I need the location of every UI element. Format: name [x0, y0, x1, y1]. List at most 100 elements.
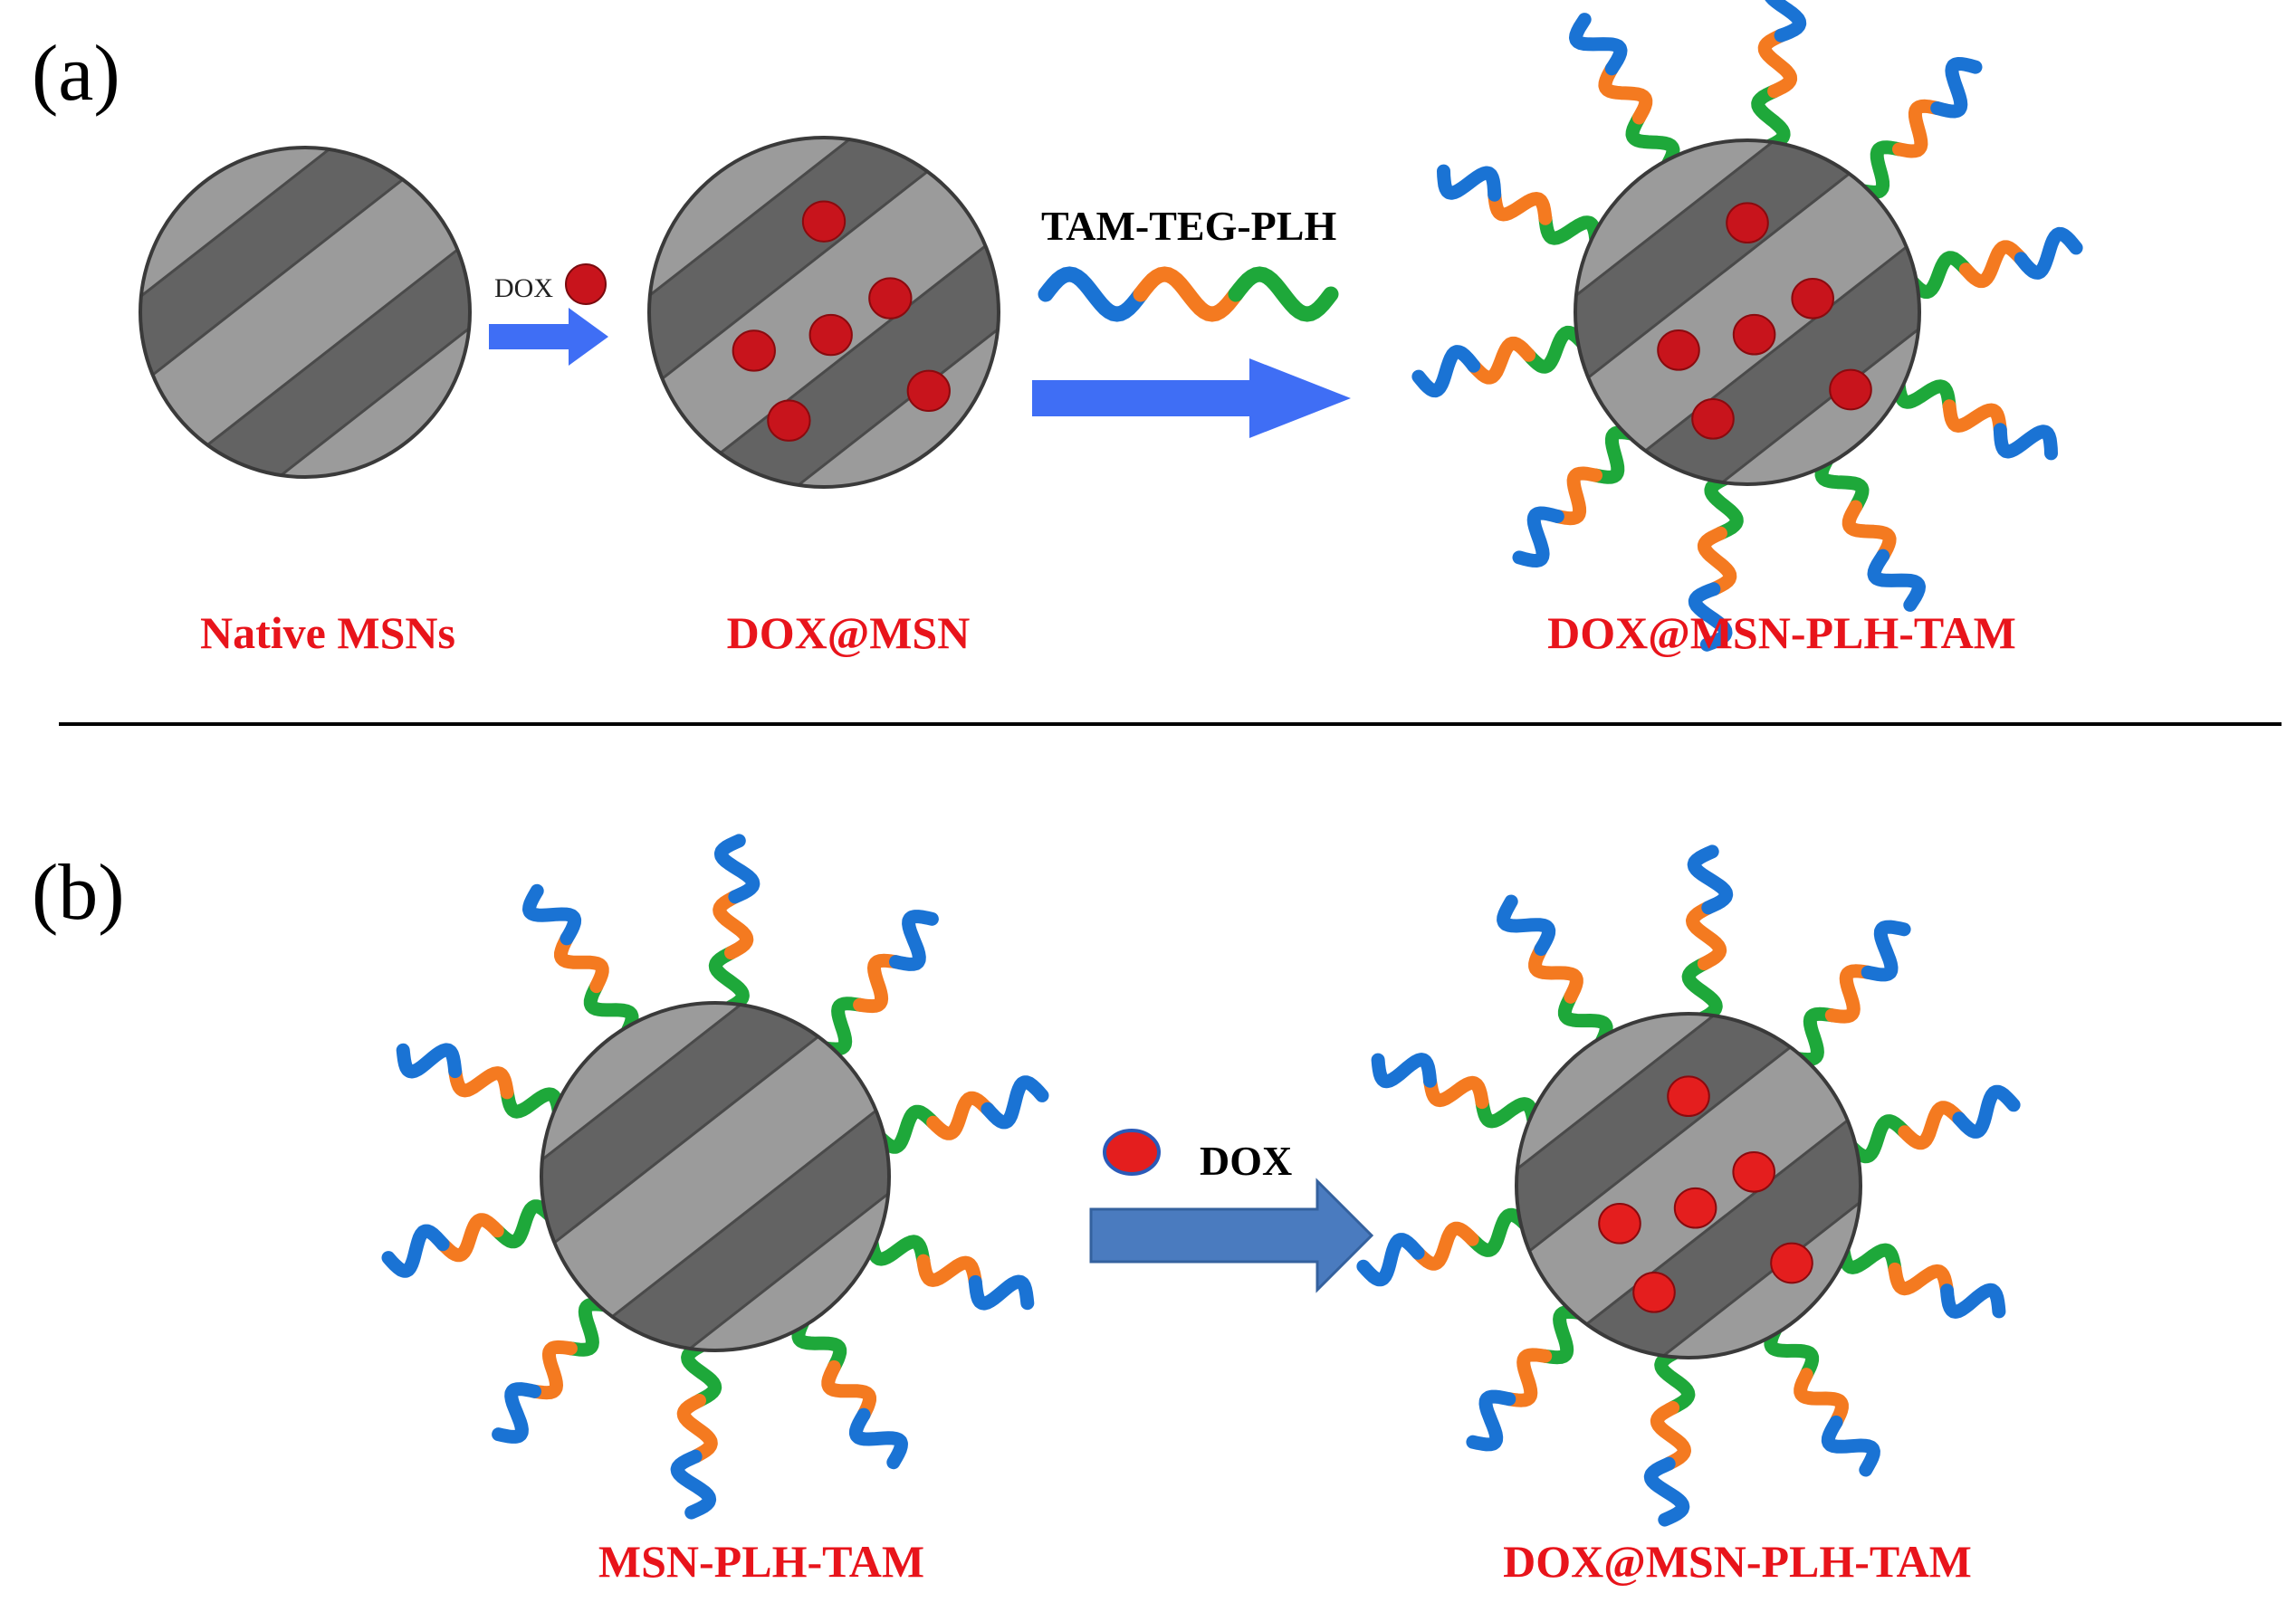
polymer-segment: [396, 1043, 463, 1079]
polymer-segment: [1861, 920, 1911, 982]
msn-plh-tam-particle: [381, 834, 1049, 1520]
caption-dox-msn-plh-tam-b: DOX@MSN-PLH-TAM: [1503, 1536, 1972, 1587]
polymer-segment: [1411, 1221, 1479, 1271]
polymer-segment: [381, 1224, 450, 1278]
polymer-segment: [713, 834, 761, 904]
dox-molecule-icon-b: [1103, 1129, 1161, 1176]
polymer-segment: [583, 979, 639, 1041]
drug-molecule: [801, 200, 847, 243]
particle-body: [541, 1003, 889, 1350]
polymer-segment: [1681, 957, 1723, 1026]
polymer-segment: [1467, 336, 1536, 385]
pore-channels: [1575, 140, 1919, 484]
polymer-segment: [1512, 506, 1564, 568]
caption-msn-plh-tam: MSN-PLH-TAM: [598, 1536, 924, 1587]
drug-molecule: [1770, 1242, 1813, 1284]
drug-molecule: [1732, 313, 1776, 356]
polymer-segment: [791, 1312, 847, 1374]
polymer-segment: [1650, 1400, 1691, 1471]
caption-dox-msn-plh-tam-a: DOX@MSN-PLH-TAM: [1547, 607, 2016, 658]
polymer-segment: [1589, 425, 1641, 484]
polymer-segment: [1598, 62, 1653, 125]
polymer-segment: [981, 1075, 1049, 1130]
polymer-segment: [1502, 1348, 1553, 1407]
polymer-segment: [1853, 140, 1906, 199]
polymer-segment: [1466, 1389, 1516, 1452]
polymer-segment: [2014, 226, 2083, 280]
polymer-segment: [1371, 1053, 1437, 1089]
drug-molecule: [1673, 1187, 1717, 1229]
polymer-segment: [1538, 1304, 1589, 1365]
polymer-segment: [1765, 0, 1807, 43]
polymer-segment: [1764, 1320, 1820, 1382]
polymer-segment: [713, 890, 754, 960]
polymer-segment: [435, 1213, 504, 1263]
polymer-segment: [448, 1064, 514, 1100]
polymer-segment: [1687, 844, 1734, 915]
polymer-segment: [554, 931, 609, 994]
polymer-segment: [1488, 187, 1553, 225]
polymer-segment: [1757, 28, 1798, 99]
particle-outline: [540, 1001, 891, 1352]
polymer-segment: [1697, 526, 1737, 596]
polymer-segment: [1814, 451, 1870, 514]
reagent-segment: [1038, 266, 1149, 322]
polymer-segment: [492, 1382, 541, 1444]
polymer-segment: [1836, 1241, 1902, 1276]
polymer-segment: [1557, 989, 1613, 1052]
polymer-segment: [968, 1274, 1035, 1311]
drug-molecule: [767, 399, 811, 442]
polymer-segment: [1898, 1101, 1966, 1150]
panel-a-label: (a): [32, 30, 120, 118]
polymer-segment: [1704, 471, 1744, 540]
polymer-segment: [1904, 251, 1973, 300]
polymer-segment: [1824, 964, 1875, 1024]
polymer-segment: [1751, 84, 1791, 154]
pore-channel: [1575, 140, 1873, 395]
dox-arrow-shape: [489, 308, 608, 366]
polymer-segment: [1794, 1368, 1849, 1429]
polymer-segment: [1411, 345, 1481, 398]
dox-molecule-icon: [565, 263, 607, 305]
native-msn-particle: [139, 146, 472, 479]
polymer-segment: [872, 1104, 941, 1154]
polymer-segment: [1437, 164, 1502, 202]
polymer-segment: [1522, 325, 1591, 374]
polymer-segment: [1821, 1415, 1880, 1477]
drug-molecule: [868, 277, 913, 320]
polymer-segment: [528, 1340, 578, 1400]
dox-arrow-shape-b: [1089, 1178, 1374, 1293]
polymer-segment: [1940, 1283, 2006, 1319]
polymer-segment: [1867, 548, 1926, 612]
dox-loading-arrow: DOX: [489, 263, 608, 366]
polymer-segment: [1475, 1095, 1541, 1130]
reagent-segment: [1133, 266, 1244, 322]
caption-native-msns: Native MSNs: [200, 607, 455, 658]
pore-channel: [185, 234, 470, 477]
polymer-segment: [1993, 423, 2058, 461]
polymer-segment: [1842, 500, 1897, 563]
polymer-segment: [1550, 466, 1602, 526]
polymer-segment: [848, 1407, 908, 1470]
pore-channel: [1563, 1103, 1861, 1358]
polymer-segment: [1643, 1456, 1690, 1527]
particle-outline: [1515, 1012, 1862, 1359]
pore-channel: [541, 1003, 842, 1260]
drug-molecule: [1598, 1202, 1641, 1245]
reagent-arrow: TAM-TEG-PLH: [1032, 203, 1351, 438]
drug-molecule: [1791, 277, 1834, 320]
panel-b: (b) DOX MSN-PLH-TAM DOX@MSN-PLH-TAM: [32, 834, 2021, 1587]
pore-channels: [649, 138, 999, 487]
pore-channel: [1622, 230, 1919, 484]
polymer-segment: [1843, 1114, 1912, 1164]
polymer-segment: [1788, 1006, 1839, 1067]
reagent-chain-icon: [1038, 266, 1339, 322]
pore-channel: [696, 229, 999, 487]
drug-molecule: [1632, 1271, 1676, 1313]
reagent-segment: [1228, 266, 1339, 322]
polymer-segment: [916, 1254, 982, 1289]
polymer-segment: [490, 1199, 559, 1249]
dox-loading-arrow-b: DOX: [1089, 1129, 1374, 1293]
drug-molecule: [732, 329, 776, 372]
polymer-segment: [1688, 582, 1733, 652]
